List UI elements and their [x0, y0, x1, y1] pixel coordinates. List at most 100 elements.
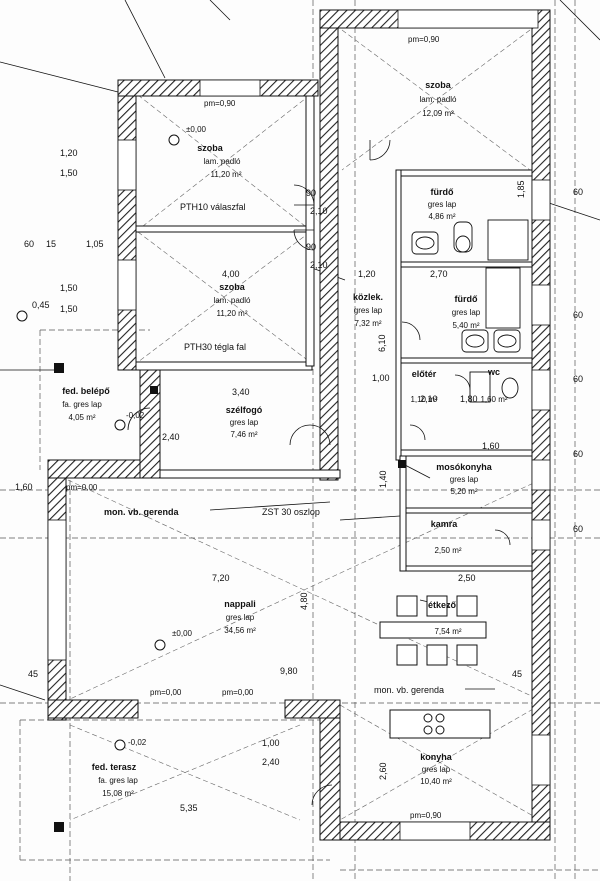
- dim-2-60: 2,60: [378, 762, 388, 780]
- room-name: nappali: [224, 599, 256, 609]
- room-floor: gres lap: [422, 765, 451, 774]
- dim-1-60-b: 1,60: [15, 482, 33, 492]
- room-name: szoba: [219, 282, 246, 292]
- room-area: 1,10 m²: [410, 395, 437, 404]
- room-furdo-1: fürdő gres lap 4,86 m²: [428, 187, 457, 221]
- room-area: 5,40 m²: [452, 321, 479, 330]
- room-area: 11,20 m²: [211, 170, 242, 179]
- room-area: 7,54 m²: [434, 627, 461, 636]
- room-area: 34,56 m²: [224, 626, 256, 635]
- dim-1-00: 1,00: [372, 373, 390, 383]
- level-zero-szoba: ±0,00: [186, 125, 207, 134]
- room-floor: gres lap: [226, 613, 255, 622]
- room-name: fürdő: [431, 187, 454, 197]
- room-szoba-left: szoba lam. padló 11,20 m²: [197, 143, 242, 179]
- room-floor: lam. padló: [420, 95, 457, 104]
- dim-60-d: 60: [573, 374, 583, 384]
- pm-szoba-left: pm=0,90: [204, 99, 236, 108]
- room-area: 15,08 m²: [102, 789, 134, 798]
- pm-szoba-top: pm=0,90: [408, 35, 440, 44]
- dim-2-10-a: 2,10: [310, 206, 328, 216]
- dim-1-50-a: 1,50: [60, 168, 78, 178]
- room-floor: gres lap: [354, 306, 383, 315]
- room-name: mosókonyha: [436, 462, 493, 472]
- room-furdo-2: fürdő gres lap 5,40 m²: [452, 294, 481, 330]
- dim-0-45: 0,45: [32, 300, 50, 310]
- level-labels: pm=0,90 pm=0,90 pm=0,90 pm=0,00 pm=0,00 …: [66, 35, 442, 820]
- level-zero-nappali: ±0,00: [172, 629, 193, 638]
- room-nappali: nappali gres lap 34,56 m²: [224, 599, 256, 635]
- dim-60-b: 60: [573, 187, 583, 197]
- columns: [54, 363, 406, 832]
- dim-1-80: 1,80: [460, 394, 478, 404]
- kitchen-island: [389, 709, 491, 739]
- dim-2-10-b: 2,10: [310, 260, 328, 270]
- room-area: 10,40 m²: [420, 777, 452, 786]
- dim-1-05: 1,05: [86, 239, 104, 249]
- dim-1-20: 1,20: [60, 148, 78, 158]
- sanitary-fixtures: [411, 219, 529, 403]
- room-kamra: kamra 2,50 m²: [431, 519, 462, 555]
- room-name: fed. terasz: [92, 762, 137, 772]
- room-floor: gres lap: [428, 200, 457, 209]
- dim-9-80: 9,80: [280, 666, 298, 676]
- dim-3-40: 3,40: [232, 387, 250, 397]
- note-pth30: PTH30 tégla fal: [184, 342, 246, 352]
- room-fed-terasz: fed. terasz fa. gres lap 15,08 m²: [92, 762, 139, 798]
- room-floor: gres lap: [452, 308, 481, 317]
- dim-15: 15: [46, 239, 56, 249]
- dim-1-85: 1,85: [516, 180, 526, 198]
- room-floor: gres lap: [230, 418, 259, 427]
- level-markers: [16, 134, 180, 751]
- dim-45-a: 45: [28, 669, 38, 679]
- room-szelfogo: szélfogó gres lap 7,46 m²: [226, 405, 263, 439]
- dim-90-a: 90: [306, 188, 316, 198]
- room-area: 12,09 m²: [422, 109, 454, 118]
- dim-60: 60: [24, 239, 34, 249]
- room-floor: gres lap: [450, 475, 479, 484]
- dim-1-60: 1,60: [482, 441, 500, 451]
- dim-4-80: 4,80: [299, 592, 309, 610]
- dim-60-c: 60: [573, 310, 583, 320]
- dimension-labels: 1,20 1,50 60 15 1,05 1,50 1,50 0,45 4,00…: [15, 148, 583, 813]
- interior-walls: [135, 95, 533, 572]
- room-name: étkező: [428, 600, 457, 610]
- room-name: konyha: [420, 752, 453, 762]
- room-area: 7,32 m²: [354, 319, 381, 328]
- dim-4-00: 4,00: [222, 269, 240, 279]
- room-area: 4,05 m²: [68, 413, 95, 422]
- room-name: közlek.: [353, 292, 383, 302]
- dim-7-20: 7,20: [212, 573, 230, 583]
- dim-2-40: 2,40: [162, 432, 180, 442]
- pm-left: pm=0,00: [66, 483, 98, 492]
- dim-45-b: 45: [512, 669, 522, 679]
- room-floor: lam. padló: [214, 296, 251, 305]
- windows: [47, 9, 551, 841]
- dim-2-70: 2,70: [430, 269, 448, 279]
- dim-1-50-c: 1,50: [60, 304, 78, 314]
- room-szoba-mid: szoba lam. padló 11,20 m²: [214, 282, 251, 318]
- room-name: előtér: [412, 369, 437, 379]
- room-name: szélfogó: [226, 405, 263, 415]
- room-area: 7,46 m²: [230, 430, 257, 439]
- dining-furniture: [379, 595, 487, 666]
- room-fed-belepo: fed. belépő fa. gres lap 4,05 m²: [62, 386, 110, 422]
- note-mon-vb-gerenda-2: mon. vb. gerenda: [374, 685, 444, 695]
- room-name: fed. belépő: [62, 386, 110, 396]
- pm-nappali-2: pm=0,00: [222, 688, 254, 697]
- room-floor: fa. gres lap: [98, 776, 138, 785]
- room-area: 11,20 m²: [217, 309, 248, 318]
- dim-2-10-c: 2,10: [420, 394, 438, 404]
- dim-1-50-b: 1,50: [60, 283, 78, 293]
- room-floor: fa. gres lap: [62, 400, 102, 409]
- dim-90-b: 90: [306, 242, 316, 252]
- room-name: wc: [487, 367, 500, 377]
- dim-6-10: 6,10: [377, 334, 387, 352]
- door-swings: [127, 139, 511, 806]
- room-area: 2,50 m²: [434, 546, 461, 555]
- room-etkezo: étkező 7,54 m²: [428, 600, 462, 636]
- room-labels: szoba lam. padló 11,20 m² szoba lam. pad…: [62, 80, 508, 798]
